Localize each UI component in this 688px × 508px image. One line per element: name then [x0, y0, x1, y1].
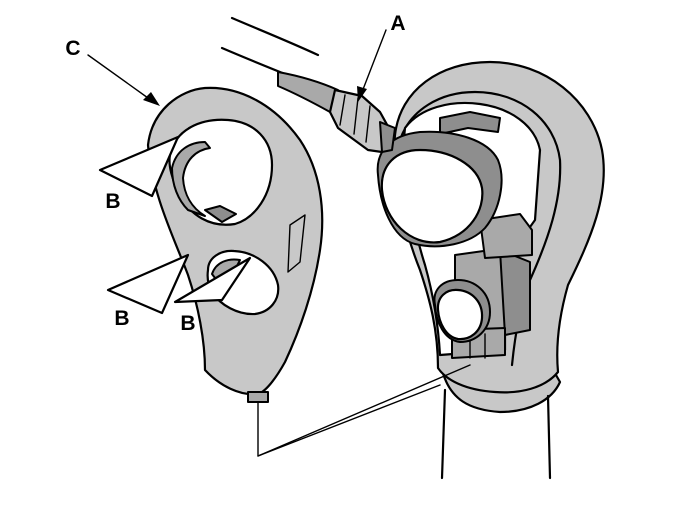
release-button-installed — [376, 130, 503, 248]
label-b-top: B — [105, 190, 120, 213]
label-a: A — [390, 12, 405, 35]
leader-lines — [87, 29, 471, 457]
label-c: C — [65, 37, 80, 60]
knob-cover-c — [146, 86, 324, 403]
arrowheads — [143, 86, 367, 106]
tool-a-screwdriver — [220, 16, 396, 154]
clip-arrows-b — [98, 135, 252, 315]
label-b-bottom-right: B — [180, 312, 195, 335]
lower-button-installed — [433, 279, 491, 343]
label-b-bottom-left: B — [114, 307, 129, 330]
